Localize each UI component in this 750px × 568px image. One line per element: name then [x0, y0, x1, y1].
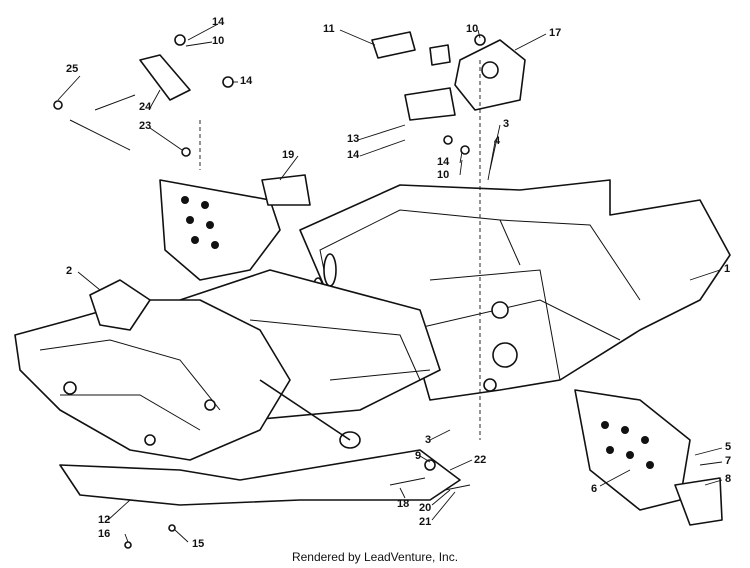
callout-20: 20: [419, 502, 432, 514]
callout-25: 25: [66, 63, 79, 75]
callout-13: 13: [347, 133, 360, 145]
credit-footer: Rendered by LeadVenture, Inc.: [291, 550, 459, 564]
callout-7: 7: [725, 455, 732, 467]
callout-14: 14: [437, 156, 450, 168]
callout-14: 14: [240, 75, 253, 87]
callout-14: 14: [347, 149, 360, 161]
front-bulkhead: [14, 279, 361, 461]
leader-lines: [57, 23, 723, 543]
callout-8: 8: [725, 473, 732, 485]
callout-16: 16: [98, 528, 111, 540]
step-plate: [574, 389, 723, 526]
belly-pan: [59, 449, 461, 506]
callout-17: 17: [549, 27, 562, 39]
callout-5: 5: [725, 441, 732, 453]
upper-right-bracket: [404, 39, 526, 121]
callout-11: 11: [323, 23, 335, 35]
callout-4: 4: [494, 135, 501, 147]
callout-21: 21: [419, 516, 432, 528]
callout-23: 23: [139, 120, 152, 132]
callout-6: 6: [591, 483, 598, 495]
callout-14: 14: [212, 16, 225, 28]
callout-2: 2: [66, 265, 73, 277]
callout-10: 10: [466, 23, 479, 35]
callout-3: 3: [503, 118, 510, 130]
callout-24: 24: [139, 101, 152, 113]
callout-22: 22: [474, 454, 487, 466]
callout-3: 3: [425, 434, 432, 446]
callout-12: 12: [98, 514, 111, 526]
bracket-19: [261, 174, 311, 206]
callout-18: 18: [397, 498, 410, 510]
hardware: [53, 34, 486, 549]
callout-9: 9: [415, 450, 422, 462]
callout-15: 15: [192, 538, 205, 550]
callout-1: 1: [724, 263, 731, 275]
callout-10: 10: [212, 35, 225, 47]
bracket-11: [371, 31, 416, 59]
callout-10: 10: [437, 169, 450, 181]
callout-19: 19: [282, 149, 295, 161]
upper-left-plate: [69, 54, 281, 281]
